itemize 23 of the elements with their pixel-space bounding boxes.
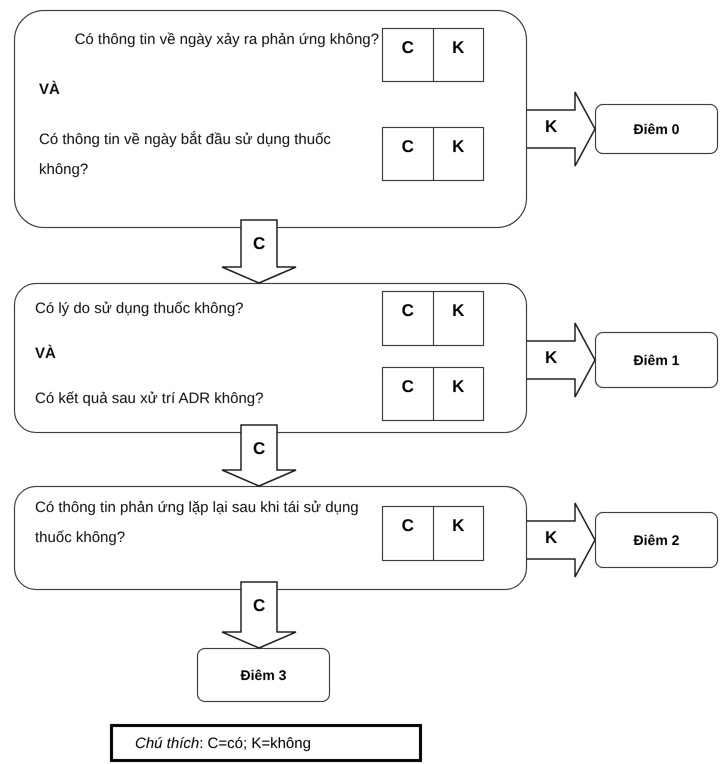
question-text: Có thông tin về ngày xảy ra phản ứng không? (74, 30, 379, 50)
question-box (14, 10, 527, 228)
question-box (14, 486, 527, 590)
question-text: Có lý do sử dụng thuốc không? (35, 299, 245, 319)
block-arrow (526, 91, 596, 167)
block-arrow (526, 322, 596, 398)
answer-checkbox-pair: C K (382, 127, 484, 181)
legend-note: Chú thích: C=có; K=không (110, 724, 422, 762)
answer-checkbox-pair: C K (382, 291, 484, 346)
answer-checkbox-pair: C K (382, 28, 484, 82)
score-box: Điêm 3 (197, 648, 330, 702)
question-box (14, 283, 527, 433)
answer-checkbox-pair: C K (382, 367, 484, 421)
score-box: Điêm 1 (595, 332, 718, 388)
connector-word: VÀ (39, 80, 61, 100)
connector-word: VÀ (35, 344, 57, 364)
block-arrow (526, 502, 596, 578)
answer-checkbox-pair: C K (382, 506, 484, 561)
question-text: Có thông tin về ngày bắt đầu sử dụng thuốc không? (39, 130, 332, 180)
question-text: Có kết quả sau xử trí ADR không? (35, 389, 264, 409)
score-box: Điêm 0 (595, 104, 718, 154)
score-box: Điêm 2 (595, 512, 718, 568)
question-text: Có thông tin phản ứng lặp lại sau khi tái sử dụng thuốc không? (35, 498, 360, 548)
